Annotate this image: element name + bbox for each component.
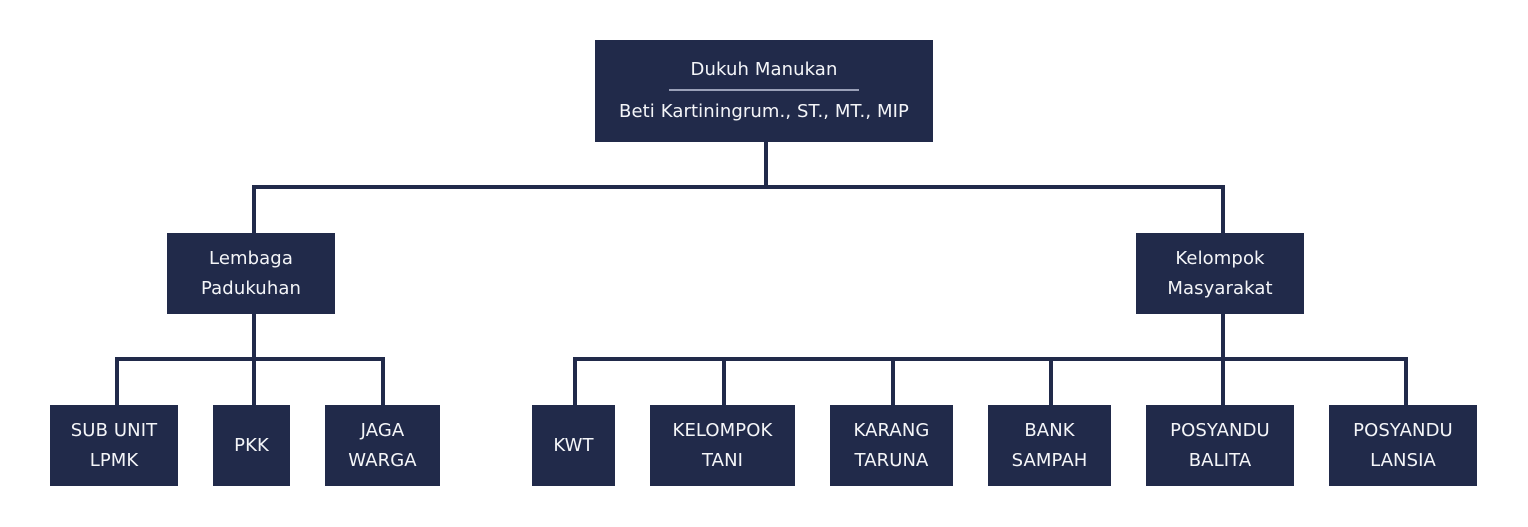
node-label-line: Masyarakat xyxy=(1167,277,1273,299)
node-label-line: Padukuhan xyxy=(201,277,301,299)
node-pkk: PKK xyxy=(213,405,290,486)
root-divider xyxy=(669,89,859,91)
node-karang-taruna: KARANG TARUNA xyxy=(830,405,953,486)
node-label-line: BANK xyxy=(1024,419,1075,441)
node-label-line: WARGA xyxy=(348,449,417,471)
node-kelompok-tani: KELOMPOK TANI xyxy=(650,405,795,486)
connector-bank-sampah xyxy=(1049,357,1053,405)
node-label-line: TANI xyxy=(701,449,744,471)
node-jaga-warga: JAGA WARGA xyxy=(325,405,440,486)
root-node-dukuh: Dukuh Manukan Beti Kartiningrum., ST., M… xyxy=(595,40,933,142)
node-kelompok-masyarakat: Kelompok Masyarakat xyxy=(1136,233,1304,314)
node-label-line: SAMPAH xyxy=(1011,449,1088,471)
connector-kelompok-tani xyxy=(722,357,726,405)
node-lembaga-padukuhan: Lembaga Padukuhan xyxy=(167,233,335,314)
node-posyandu-lansia: POSYANDU LANSIA xyxy=(1329,405,1477,486)
node-label-line: Lembaga xyxy=(209,247,293,269)
connector-karang-taruna xyxy=(891,357,895,405)
connector-lembaga-horizontal xyxy=(115,357,385,361)
connector-kwt xyxy=(573,357,577,405)
node-label-line: KELOMPOK xyxy=(672,419,773,441)
connector-to-lembaga xyxy=(252,185,256,233)
connector-root-down xyxy=(764,142,768,189)
node-label-line: LPMK xyxy=(89,449,139,471)
root-title: Dukuh Manukan xyxy=(690,59,838,80)
connector-level1-horizontal xyxy=(252,185,1225,189)
node-kwt: KWT xyxy=(532,405,615,486)
node-label-line: TARUNA xyxy=(854,449,929,471)
node-sub-unit-lpmk: SUB UNIT LPMK xyxy=(50,405,178,486)
node-label-line: Kelompok xyxy=(1175,247,1265,269)
node-label-line: POSYANDU xyxy=(1170,419,1270,441)
node-label-line: LANSIA xyxy=(1370,449,1436,471)
node-label-line: KARANG xyxy=(853,419,930,441)
node-label-line: POSYANDU xyxy=(1353,419,1453,441)
connector-kelmas-horizontal xyxy=(573,357,1408,361)
node-label-line: BALITA xyxy=(1188,449,1252,471)
node-posyandu-balita: POSYANDU BALITA xyxy=(1146,405,1294,486)
connector-posyandu-lansia xyxy=(1404,357,1408,405)
node-label-line: SUB UNIT xyxy=(70,419,158,441)
connector-sub-unit xyxy=(115,357,119,405)
root-name: Beti Kartiningrum., ST., MT., MIP xyxy=(619,101,909,122)
node-label-line: PKK xyxy=(234,434,269,456)
node-label-line: KWT xyxy=(553,434,594,456)
connector-jaga-warga xyxy=(381,357,385,405)
connector-to-kelompok-masyarakat xyxy=(1221,185,1225,233)
node-bank-sampah: BANK SAMPAH xyxy=(988,405,1111,486)
node-label-line: JAGA xyxy=(360,419,405,441)
